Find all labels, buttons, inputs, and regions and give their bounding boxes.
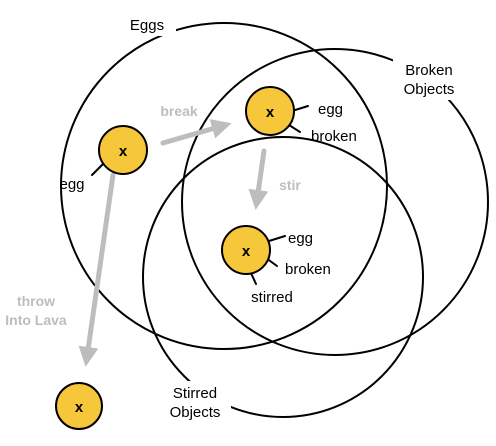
eggs-label-bg [118, 12, 176, 36]
stirred-egg-node: x egg broken stirred [221, 225, 331, 306]
throw-action-label-line2: Into Lava [5, 312, 67, 328]
throw-into-lava-arrow [78, 172, 116, 367]
broken-objects-set-circle [181, 48, 489, 356]
stirred-objects-set-circle [142, 136, 424, 418]
stirred-egg-node-circle [221, 225, 271, 275]
broken-label-bg [393, 58, 465, 100]
stirred-label-bg [159, 381, 231, 423]
stir-arrow [248, 148, 269, 210]
stirred-egg-node-broken-label: broken [285, 261, 331, 278]
egg-tick [91, 163, 104, 176]
broken-egg-node-egg-label: egg [318, 101, 343, 118]
broken-egg-tick-broken [288, 124, 301, 133]
egg-node: x egg [59, 125, 148, 193]
egg-node-marker: x [119, 143, 128, 160]
stirred-egg-node-marker: x [242, 243, 251, 260]
lava-node: x [55, 382, 103, 430]
stirred-egg-node-egg-label: egg [288, 230, 313, 247]
break-action-label: break [160, 103, 198, 119]
stirred-objects-label-line1: Stirred [173, 385, 217, 402]
broken-egg-node-marker: x [266, 104, 275, 121]
broken-egg-node-circle [245, 86, 295, 136]
stir-action-label: stir [279, 177, 301, 193]
egg-node-circle [98, 125, 148, 175]
broken-egg-node-broken-label: broken [311, 128, 357, 145]
lava-node-circle [55, 382, 103, 430]
egg-node-egg-label: egg [59, 176, 84, 193]
stirred-objects-label-line2: Objects [170, 404, 221, 421]
eggs-set-circle [60, 22, 388, 350]
broken-egg-node: x egg broken [245, 86, 357, 145]
stirred-egg-tick-stirred [250, 272, 257, 285]
stirred-egg-node-stirred-label: stirred [251, 289, 293, 306]
broken-objects-label-line2: Objects [404, 81, 455, 98]
stirred-egg-tick-egg [268, 235, 286, 242]
broken-objects-label-line1: Broken [405, 62, 453, 79]
throw-action-label-line1: throw [17, 293, 55, 309]
break-arrow [160, 119, 232, 146]
eggs-set-label: Eggs [130, 17, 164, 34]
lava-node-marker: x [75, 399, 84, 416]
